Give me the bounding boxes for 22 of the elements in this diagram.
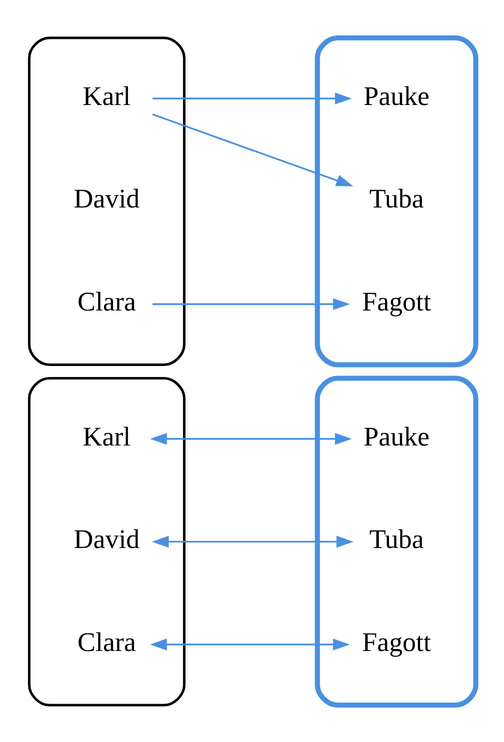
arrow <box>151 535 353 548</box>
cluster <box>27 376 186 706</box>
node-text: Tuba <box>368 183 424 214</box>
cluster <box>314 34 478 367</box>
node-text: Tuba <box>368 524 424 554</box>
arrow <box>150 432 352 444</box>
arrow <box>152 92 352 104</box>
arrow <box>150 638 350 650</box>
arrow <box>152 113 353 186</box>
node-text: Pauke <box>363 420 430 451</box>
cluster <box>314 375 478 708</box>
node-text: Clara <box>77 286 136 316</box>
node-text: Pauke <box>363 80 430 110</box>
node-text: Fagott <box>362 286 431 316</box>
node-text: Karl <box>82 420 130 451</box>
node-text: David <box>73 524 140 554</box>
node-text: Fagott <box>362 626 431 656</box>
node-text: David <box>73 183 140 214</box>
arrow <box>152 298 350 310</box>
node-text: Clara <box>77 626 136 656</box>
cluster <box>27 36 186 366</box>
node-text: Karl <box>82 80 130 110</box>
